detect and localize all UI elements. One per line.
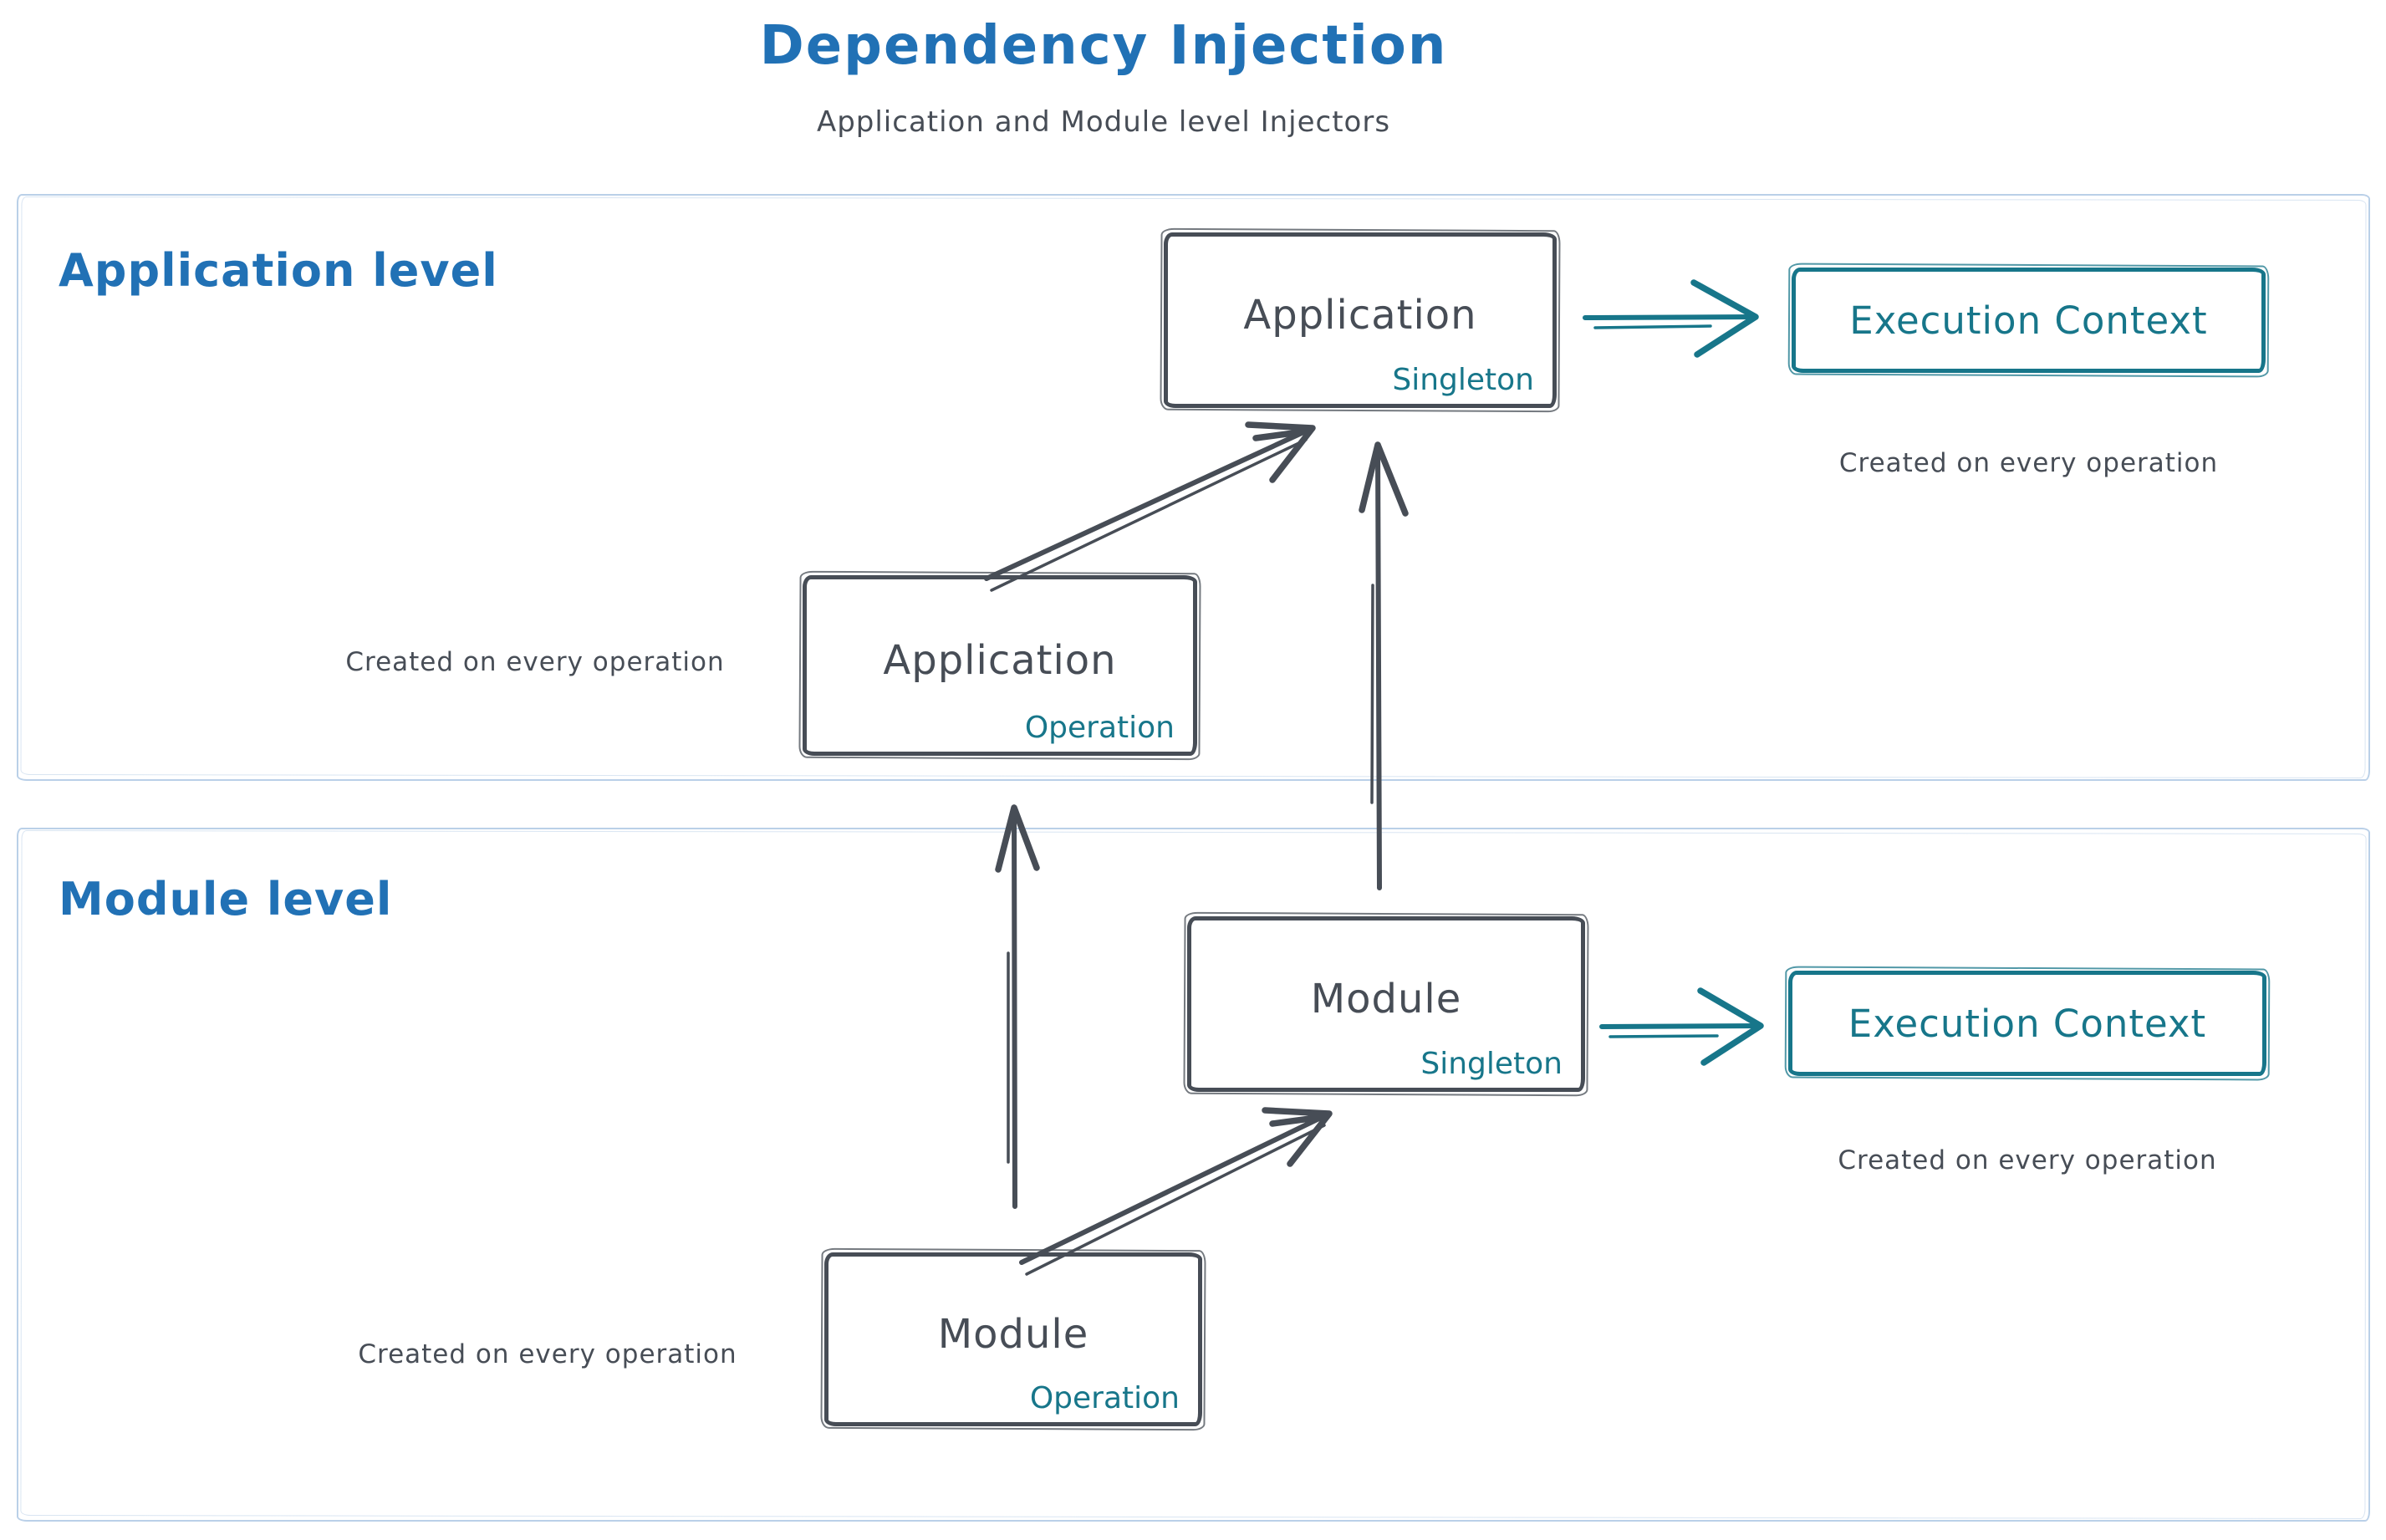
node-application-singleton: Application Singleton: [1164, 232, 1557, 408]
node-module-operation: Module Operation: [824, 1252, 1202, 1426]
application-level-label: Application level: [59, 244, 498, 297]
node-application-operation-title: Application: [883, 637, 1117, 684]
node-application-execution-context-title: Execution Context: [1849, 298, 2208, 343]
node-module-singleton: Module Singleton: [1187, 916, 1585, 1092]
node-application-operation: Application Operation: [803, 575, 1197, 756]
node-module-operation-scope: Operation: [1029, 1381, 1180, 1415]
module-level-frame: [17, 828, 2370, 1522]
page-title: Dependency Injection: [759, 15, 1448, 77]
caption-application-execution-context: Created on every operation: [1838, 448, 2219, 478]
node-application-singleton-title: Application: [1243, 292, 1477, 339]
node-application-execution-context: Execution Context: [1792, 268, 2266, 373]
node-module-singleton-title: Module: [1310, 976, 1462, 1022]
caption-module-execution-context: Created on every operation: [1838, 1145, 2217, 1175]
module-level-label: Module level: [59, 873, 393, 926]
application-level-frame: [17, 194, 2370, 781]
caption-module-operation: Created on every operation: [358, 1339, 737, 1369]
caption-application-operation: Created on every operation: [345, 647, 725, 677]
node-module-operation-title: Module: [937, 1311, 1089, 1358]
node-module-execution-context: Execution Context: [1788, 971, 2266, 1076]
node-application-operation-scope: Operation: [1024, 711, 1175, 745]
page-subtitle: Application and Module level Injectors: [816, 105, 1391, 139]
node-module-execution-context-title: Execution Context: [1848, 1001, 2207, 1046]
node-application-singleton-scope: Singleton: [1392, 363, 1534, 397]
node-module-singleton-scope: Singleton: [1420, 1047, 1563, 1081]
